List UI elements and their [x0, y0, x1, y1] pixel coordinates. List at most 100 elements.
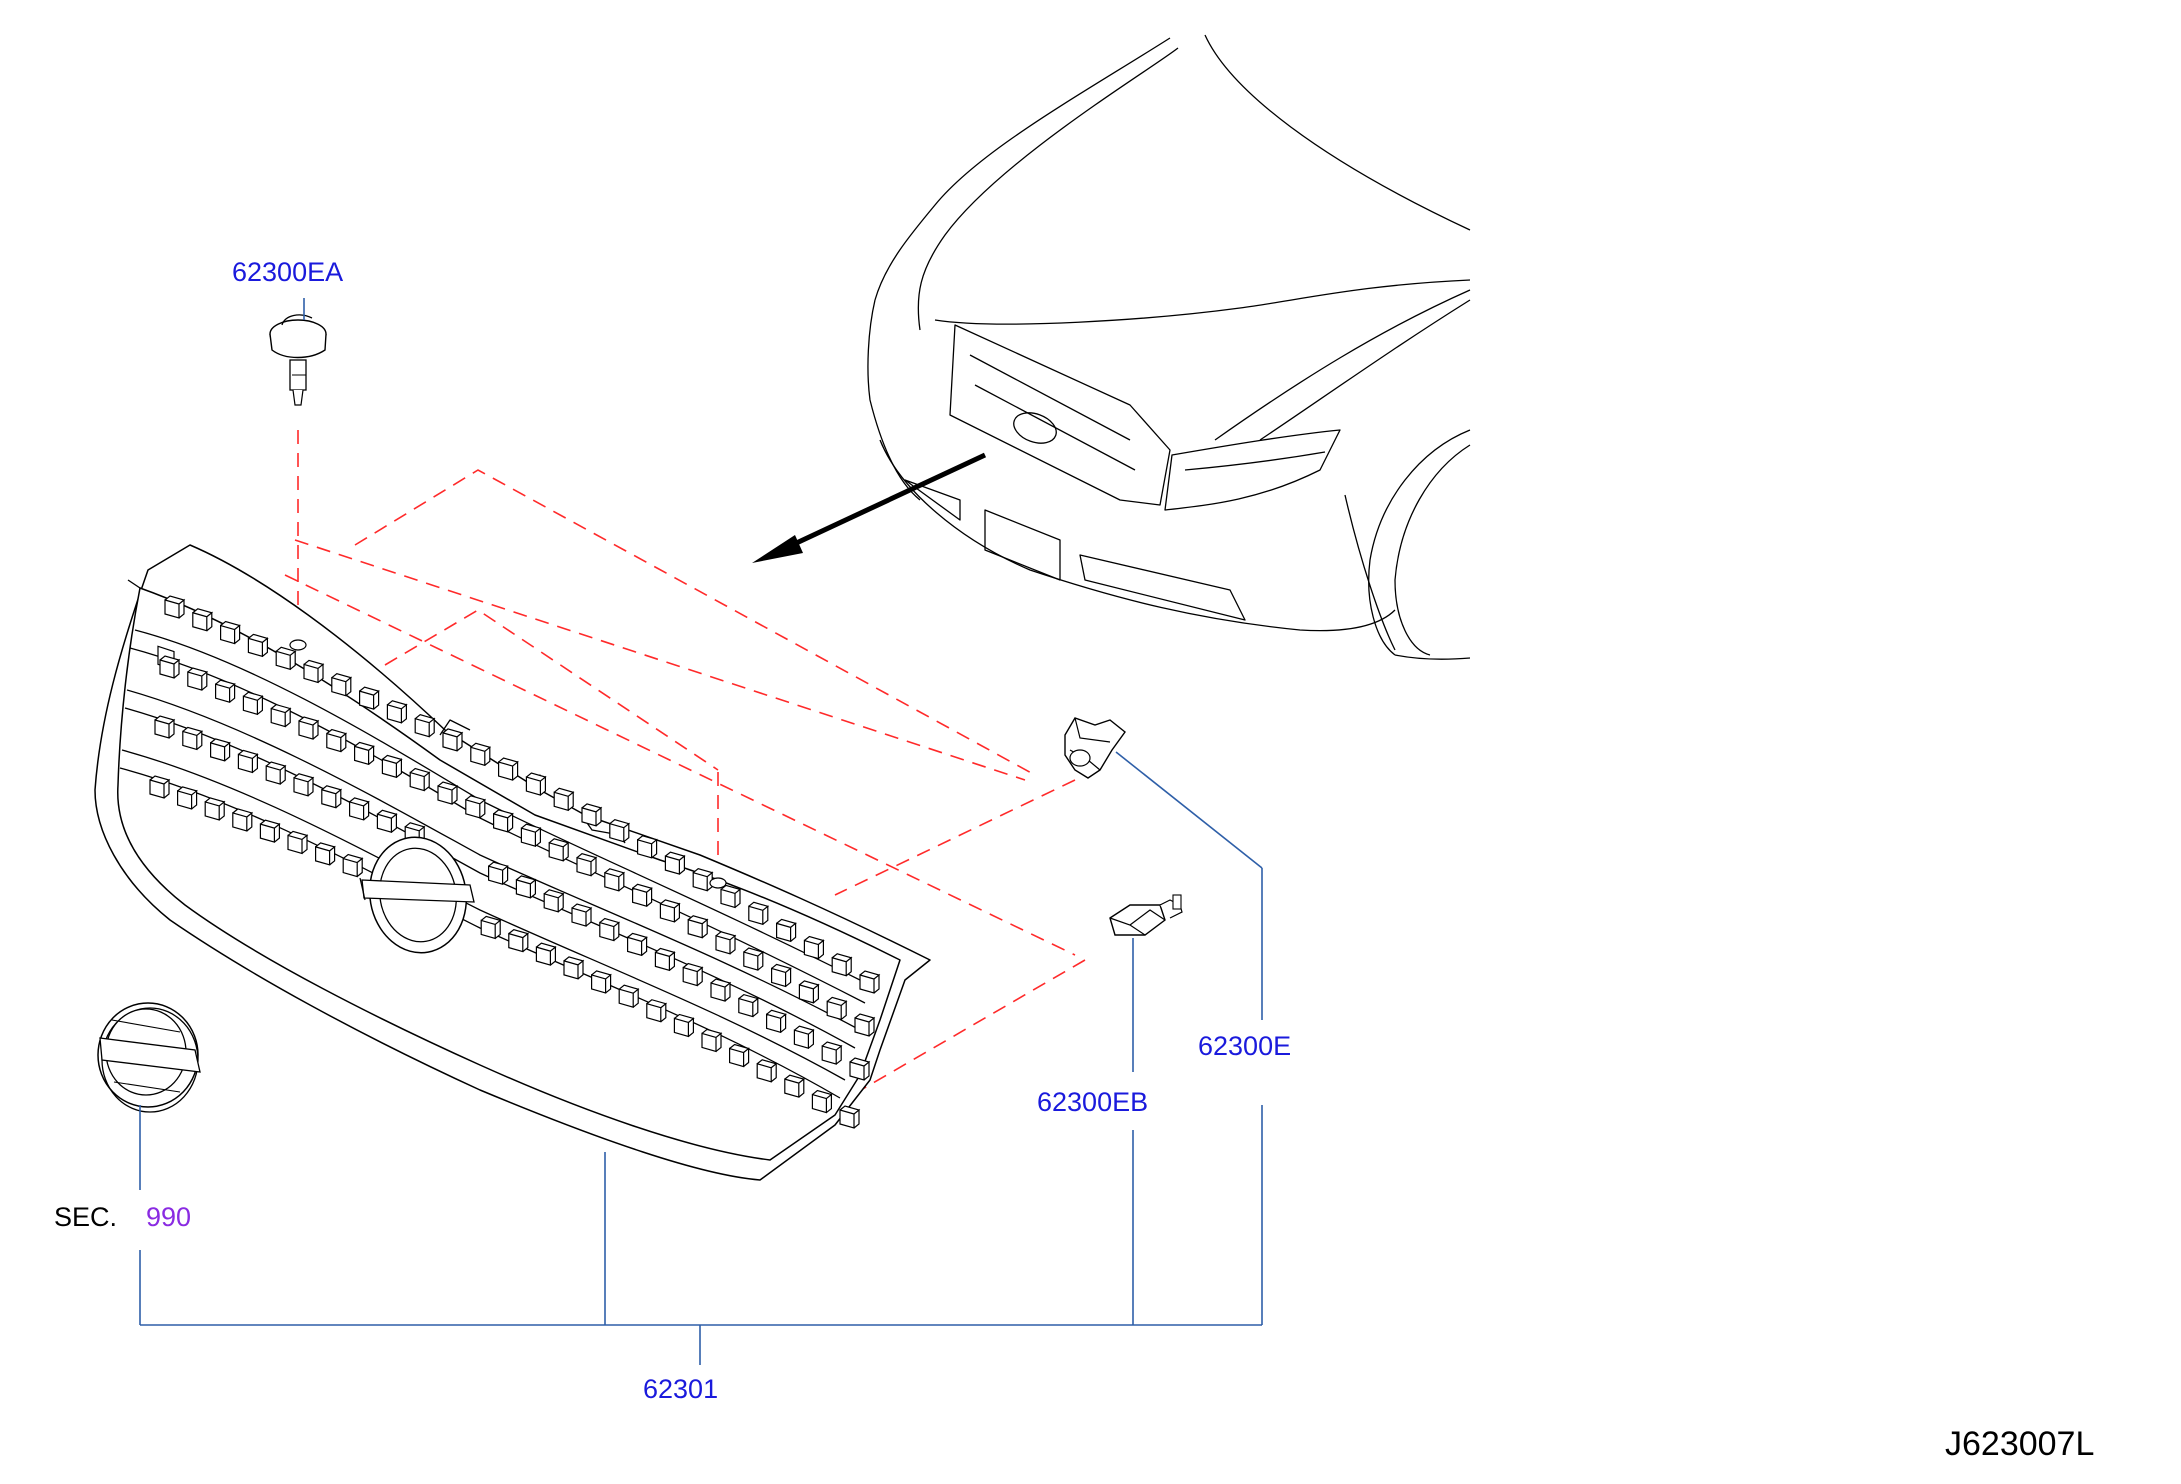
label-sec-prefix: SEC.	[54, 1202, 117, 1232]
grille-tooth	[803, 935, 825, 960]
grille-tooth	[182, 726, 204, 751]
grille-tooth	[659, 899, 681, 923]
grille-tooth	[859, 970, 881, 994]
grille-emblem-icon	[359, 836, 475, 954]
grille-tooth	[508, 928, 530, 953]
grille-tooth	[315, 842, 336, 866]
grille-tooth	[766, 1009, 787, 1034]
grille-tooth	[793, 1025, 815, 1049]
grille-tooth	[784, 1074, 806, 1098]
leader-lines	[139, 298, 1263, 1365]
grille-tooth	[242, 691, 264, 716]
bracket-clip-icon	[1109, 894, 1183, 936]
grille-tooth	[637, 835, 658, 859]
grille-tooth	[298, 716, 320, 740]
grille-tooth	[563, 956, 585, 980]
grille-tooth	[771, 963, 792, 988]
grille-tooth	[664, 851, 686, 875]
grille-tooth	[599, 917, 621, 942]
grille-tooth	[293, 773, 315, 797]
grille-tooth	[627, 932, 648, 957]
grille-tooth	[576, 853, 598, 877]
grille-tooth	[470, 742, 492, 767]
grille-tooth	[854, 1013, 876, 1037]
grille-tooth	[326, 728, 348, 753]
vehicle-front-icon	[867, 34, 1471, 660]
grille-tooth	[692, 868, 714, 892]
grille-tooth	[548, 838, 570, 862]
grille-tooth	[581, 803, 603, 827]
grille-tooth	[220, 620, 241, 645]
grille-tooth	[756, 1059, 778, 1083]
grille-tooth	[204, 797, 226, 821]
locator-arrow-icon	[752, 452, 987, 563]
grille-tooth	[321, 785, 343, 809]
grille-tooth	[437, 781, 459, 805]
label-sec-ref[interactable]: 990	[146, 1202, 191, 1232]
grille-tooth	[493, 809, 514, 833]
grille-tooth	[210, 738, 231, 762]
grille-tooth	[154, 715, 176, 739]
grille-tooth	[414, 714, 436, 738]
grille-tooth	[149, 775, 171, 799]
grille-tooth	[553, 787, 575, 812]
assembly-hidden-lines	[284, 430, 1086, 1106]
grille-tooth	[247, 633, 269, 658]
grille-tooth	[265, 761, 287, 785]
grille-tooth	[215, 679, 236, 703]
grille-tooth	[465, 795, 487, 819]
grille-tooth	[498, 757, 519, 781]
grille-tooth	[738, 993, 760, 1018]
grille-tooth	[515, 875, 537, 899]
grille-tooth	[682, 962, 704, 987]
grille-tooth	[381, 754, 403, 779]
grille-tooth	[618, 984, 640, 1008]
label-grille: 62301	[643, 1374, 718, 1404]
grille-tooth	[303, 659, 325, 684]
grille-tooth	[349, 797, 370, 821]
grille-tooth	[654, 947, 676, 972]
grille-tooth	[386, 700, 408, 724]
grille-tooth	[591, 970, 612, 994]
nissan-emblem-icon	[97, 1002, 201, 1113]
grille-tooth	[187, 667, 209, 691]
label-clip-side: 62300E	[1198, 1031, 1291, 1061]
grille-tooth	[715, 931, 737, 955]
diagram-id: J623007L	[1945, 1425, 2094, 1463]
grille-tooth	[232, 808, 254, 832]
grille-tooth	[164, 595, 186, 619]
grille-tooth	[720, 884, 742, 909]
grille-tooth	[811, 1089, 833, 1114]
label-clip-top: 62300EA	[232, 257, 343, 287]
grille-tooth	[259, 819, 281, 843]
grille-tooth	[701, 1028, 723, 1053]
grille-tooth	[729, 1043, 750, 1068]
retainer-clip-icon	[1064, 717, 1126, 779]
push-clip-icon	[269, 314, 327, 406]
grille-tooth	[159, 655, 181, 679]
grille-tooth	[849, 1057, 871, 1081]
grille-tooth	[839, 1105, 861, 1129]
grille-tooth	[776, 918, 797, 943]
grille-tooth	[342, 853, 364, 878]
grille-tooth	[826, 996, 848, 1021]
grille-tooth	[798, 980, 820, 1004]
grille-tooth	[270, 703, 292, 728]
grille-tooth	[237, 749, 259, 774]
grille-tooth	[710, 978, 732, 1002]
grille-tooth	[287, 830, 309, 855]
grille-tooth	[632, 883, 653, 908]
grille-tooth	[604, 868, 626, 892]
grille-tooth	[687, 915, 709, 939]
grille-tooth	[673, 1013, 695, 1038]
label-clip-lower: 62300EB	[1037, 1087, 1148, 1117]
grille-tooth	[646, 999, 668, 1023]
grille-tooth	[543, 889, 565, 913]
grille-tooth	[743, 947, 765, 971]
grille-tooth	[192, 608, 214, 632]
grille-tooth	[376, 809, 398, 834]
grille-tooth	[480, 915, 502, 940]
grille-tooth	[525, 772, 547, 796]
grille-tooth	[571, 903, 593, 927]
